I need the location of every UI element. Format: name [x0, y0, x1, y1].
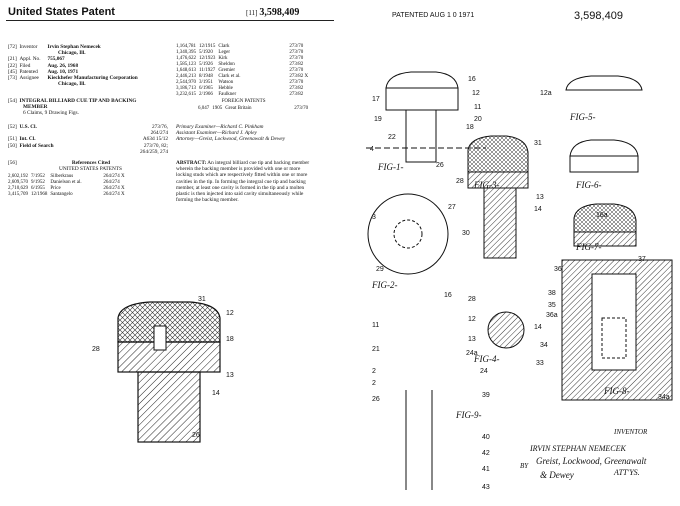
ref-number: 33 [536, 360, 544, 367]
ref-number: 11 [474, 104, 482, 111]
fig-4-label: FIG-4- [474, 354, 500, 364]
front-label: 28 [92, 346, 100, 353]
ref-number: 41 [482, 466, 490, 473]
front-label: 26 [192, 432, 200, 439]
patent-title: United States Patent [8, 6, 115, 18]
ref-number: 39 [482, 392, 490, 399]
ref-number: 12 [468, 316, 476, 323]
front-label: 14 [212, 390, 220, 397]
fig-6-label: FIG-6- [576, 180, 602, 190]
front-label: 31 [198, 296, 206, 303]
sheet-number: 3,598,409 [574, 10, 623, 22]
inventor-name: IRVIN STEPHAN NEMECEK [530, 444, 626, 453]
ref-number: 30 [462, 230, 470, 237]
ref-number: 28 [456, 178, 464, 185]
ref-number: 3 [372, 214, 376, 221]
abstract: ABSTRACT: An integral billiard cue tip a… [176, 160, 310, 204]
header-rule [6, 20, 334, 21]
ref-number: 19 [374, 116, 382, 123]
fig-9-label: FIG-9- [456, 410, 482, 420]
ref-number: 4 [370, 146, 374, 153]
ref-number: 26 [436, 162, 444, 169]
sheet-patented: PATENTED AUG 1 0 1971 [392, 12, 475, 19]
ref-number: 16a [596, 212, 608, 219]
ref-number: 14 [534, 324, 542, 331]
front-label: 18 [226, 336, 234, 343]
ref-number: 16 [444, 292, 452, 299]
fig-1-label: FIG-1- [378, 162, 404, 172]
ref-number: 14 [534, 206, 542, 213]
inventor-label: INVENTOR [614, 428, 648, 436]
attorney-signature: Greist, Lockwood, Greenawalt [536, 456, 647, 466]
fig-2-label: FIG-2- [372, 280, 398, 290]
patent-number: [11]3,598,409 [246, 7, 300, 18]
ref-number: 24 [480, 368, 488, 375]
ref-number: 18 [466, 124, 474, 131]
ref-number: 13 [468, 336, 476, 343]
ref-number: 12a [540, 90, 552, 97]
ref-number: 11 [372, 322, 380, 329]
ref-number: 22 [388, 134, 396, 141]
ref-number: 13 [536, 194, 544, 201]
ref-number: 31 [534, 140, 542, 147]
ref-number: 36 [554, 266, 562, 273]
fig-3-label: FIG-3- [474, 180, 500, 190]
ref-number: 28 [468, 296, 476, 303]
ref-number: 43 [482, 484, 490, 491]
front-label: 12 [226, 310, 234, 317]
ref-number: 17 [372, 96, 380, 103]
ref-number: 2 [372, 368, 376, 375]
ref-number: 26 [372, 396, 380, 403]
ref-number: 20 [474, 116, 482, 123]
ref-number: 35 [548, 302, 556, 309]
ref-number: 16 [468, 76, 476, 83]
by-label: BY [520, 462, 529, 470]
ref-number: 40 [482, 434, 490, 441]
ref-number: 42 [482, 450, 490, 457]
ref-number: 21 [372, 346, 380, 353]
ref-number: 36a [546, 312, 558, 319]
foreign-title: FOREIGN PATENTS [221, 99, 266, 104]
ref-number: 38 [548, 290, 556, 297]
ref-number: 24a [466, 350, 478, 357]
ref-number: 27 [448, 204, 456, 211]
ref-number: 34a [658, 394, 670, 401]
attys-label: ATT'YS. [614, 468, 640, 477]
ref-number: 29 [376, 266, 384, 273]
attorney-signature-2: & Dewey [540, 470, 574, 480]
title-block: [54] INTEGRAL BILLIARD CUE TIP AND BACKI… [8, 98, 137, 117]
fig-8-label: FIG-8- [604, 386, 630, 396]
front-label: 13 [226, 372, 234, 379]
class-fields: [52] U.S. Cl.273/76, 264/274 [51] Int. C… [8, 124, 168, 155]
ref-number: 34 [540, 342, 548, 349]
fig-7-label: FIG-7- [576, 242, 602, 252]
examiners: Primary Examiner—Richard C. Pinkham Assi… [176, 124, 286, 143]
references-cited: [56]References Cited UNITED STATES PATEN… [8, 160, 122, 173]
drawing-sheet [366, 71, 673, 490]
ref-number: 2 [372, 380, 376, 387]
front-figure [117, 301, 221, 443]
fig-5-label: FIG-5- [570, 112, 596, 122]
ref-number: 12 [472, 90, 480, 97]
ref-number: 37 [638, 256, 646, 263]
